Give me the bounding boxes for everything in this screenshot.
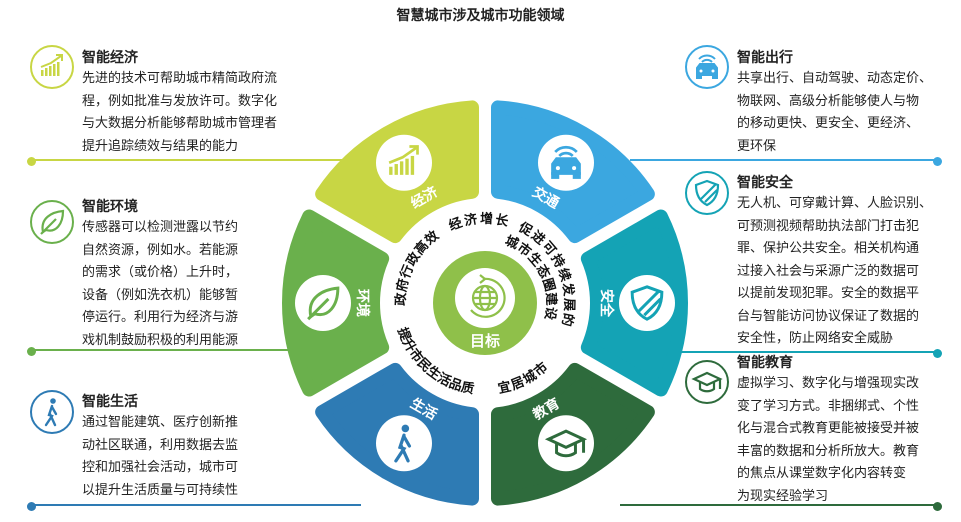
feature-description-line: 先进的技术可帮助城市精简政府流 <box>82 71 278 86</box>
feature-description-line: 罪、保护公共安全。相关机构通 <box>737 241 920 256</box>
environment-connector-dot <box>27 346 36 356</box>
education-connector-dot <box>933 501 942 511</box>
feature-description-line: 物联网、高级分析能够使人与物 <box>737 93 920 109</box>
growth-chart-icon <box>376 134 432 191</box>
feature-description-line: 无人机、可穿戴计算、人脸识别、 <box>737 196 933 211</box>
petal-environment: 环境 <box>282 209 390 397</box>
feature-description-line: 提升追踪绩效与结果的能力 <box>82 138 239 154</box>
graduation-cap-icon <box>685 360 729 404</box>
feature-description-line: 化与混合式教育更能被接受并被 <box>737 421 920 436</box>
feature-description-line: 戏机制鼓励积极的利用能源 <box>82 332 239 348</box>
feature-block: 智能经济先进的技术可帮助城市精简政府流程，例如批准与发放许可。数字化与大数据分析… <box>82 48 277 158</box>
feature-block: 智能生活通过智能建筑、医疗创新推动社区联通，利用数据去监控和加强社会活动，城市可… <box>82 392 238 502</box>
feature-description-line: 的焦点从课堂数字化内容转变 <box>737 466 907 481</box>
shield-icon <box>619 275 675 331</box>
feature-description-line: 停运行。利用行为经济与游 <box>82 310 239 325</box>
shield-icon <box>685 171 729 215</box>
walking-person-icon <box>376 415 432 472</box>
economy-connector-dot <box>27 156 36 166</box>
petal-label: 环境 <box>354 289 371 317</box>
environment-connector-line <box>31 349 311 351</box>
feature-description-line: 的移动更快、更安全、更经济、 <box>737 116 920 131</box>
feature-description-line: 共享出行、自动驾驶、动态定价、 <box>737 71 933 86</box>
petal-label: 安全 <box>598 289 615 318</box>
feature-title: 智能经济 <box>82 50 138 66</box>
feature-title: 智能生活 <box>82 394 138 410</box>
globe-refresh-icon <box>470 274 506 318</box>
life-connector-dot <box>27 501 36 511</box>
feature-description-line: 与大数据分析能够帮助城市管理者 <box>82 116 278 131</box>
feature-description-line: 程，例如批准与发放许可。数字化 <box>82 93 278 109</box>
feature-description-line: 可预测视频帮助执法部门打击犯 <box>737 218 920 234</box>
feature-description-line: 通过智能建筑、医疗创新推 <box>82 415 239 430</box>
feature-description-line: 过接入社会与采源广泛的数据可 <box>737 263 920 279</box>
traffic-connector-dot <box>933 156 942 166</box>
feature-description-line: 设备（例如洗衣机）能够暂 <box>82 287 239 303</box>
feature-description-line: 动社区联通，利用数据去监 <box>82 437 239 453</box>
feature-description-line: 以提前发现犯罪。安全的数据平 <box>737 286 920 301</box>
petal-traffic: 交通 <box>491 100 655 244</box>
feature-description-line: 以提升生活质量与可持续性 <box>82 482 239 498</box>
leaf-icon <box>295 275 351 331</box>
connected-car-icon <box>538 134 594 191</box>
walking-person-icon <box>30 390 74 434</box>
feature-description-line: 为现实经验学习 <box>737 488 829 504</box>
feature-title: 智能教育 <box>737 355 793 371</box>
feature-description-line: 更环保 <box>737 138 777 154</box>
center-label: 目标 <box>470 332 500 350</box>
feature-description-line: 的需求（或价格）上升时， <box>82 265 239 280</box>
graduation-cap-icon <box>538 415 594 472</box>
traffic-connector-line <box>630 159 937 161</box>
safety-connector-dot <box>933 348 942 358</box>
feature-title: 智能环境 <box>82 199 138 215</box>
leaf-icon <box>30 200 74 244</box>
life-connector-line <box>31 504 361 506</box>
growth-chart-icon <box>30 45 74 89</box>
petal-economy: 经济 <box>315 100 479 244</box>
feature-block: 智能出行共享出行、自动驾驶、动态定价、物联网、高级分析能够使人与物的移动更快、更… <box>737 48 932 158</box>
safety-connector-line <box>660 351 937 353</box>
feature-description-line: 丰富的数据和分析所放大。教育 <box>737 443 920 459</box>
petal-safety: 安全 <box>580 209 688 397</box>
feature-block: 智能安全无人机、可穿戴计算、人脸识别、可预测视频帮助执法部门打击犯罪、保护公共安… <box>737 173 932 351</box>
feature-description-line: 控和加强社会活动，城市可 <box>82 460 239 475</box>
feature-block: 智能环境传感器可以检测泄露以节约自然资源，例如水。若能源的需求（或价格）上升时，… <box>82 197 238 352</box>
economy-connector-line <box>31 159 351 161</box>
petal-education: 教育 <box>491 362 655 506</box>
education-connector-line <box>620 504 937 506</box>
feature-title: 智能安全 <box>737 175 793 191</box>
feature-block: 智能教育虚拟学习、数字化与增强现实改变了学习方式。非捆绑式、个性化与混合式教育更… <box>737 353 919 508</box>
goal-text: 经济增长 <box>447 211 511 234</box>
feature-title: 智能出行 <box>737 50 793 66</box>
feature-description-line: 安全性，防止网络安全威胁 <box>737 331 894 346</box>
page-title: 智慧城市涉及城市功能领域 <box>396 8 565 24</box>
feature-description-line: 自然资源，例如水。若能源 <box>82 242 239 258</box>
petal-life: 生活 <box>315 362 479 506</box>
feature-description-line: 虚拟学习、数字化与增强现实改 <box>737 376 920 391</box>
connected-car-icon <box>685 45 729 89</box>
feature-description-line: 变了学习方式。非捆绑式、个性 <box>737 398 920 414</box>
feature-description-line: 台与智能访问协议保证了数据的 <box>737 308 920 324</box>
feature-description-line: 传感器可以检测泄露以节约 <box>82 220 239 235</box>
